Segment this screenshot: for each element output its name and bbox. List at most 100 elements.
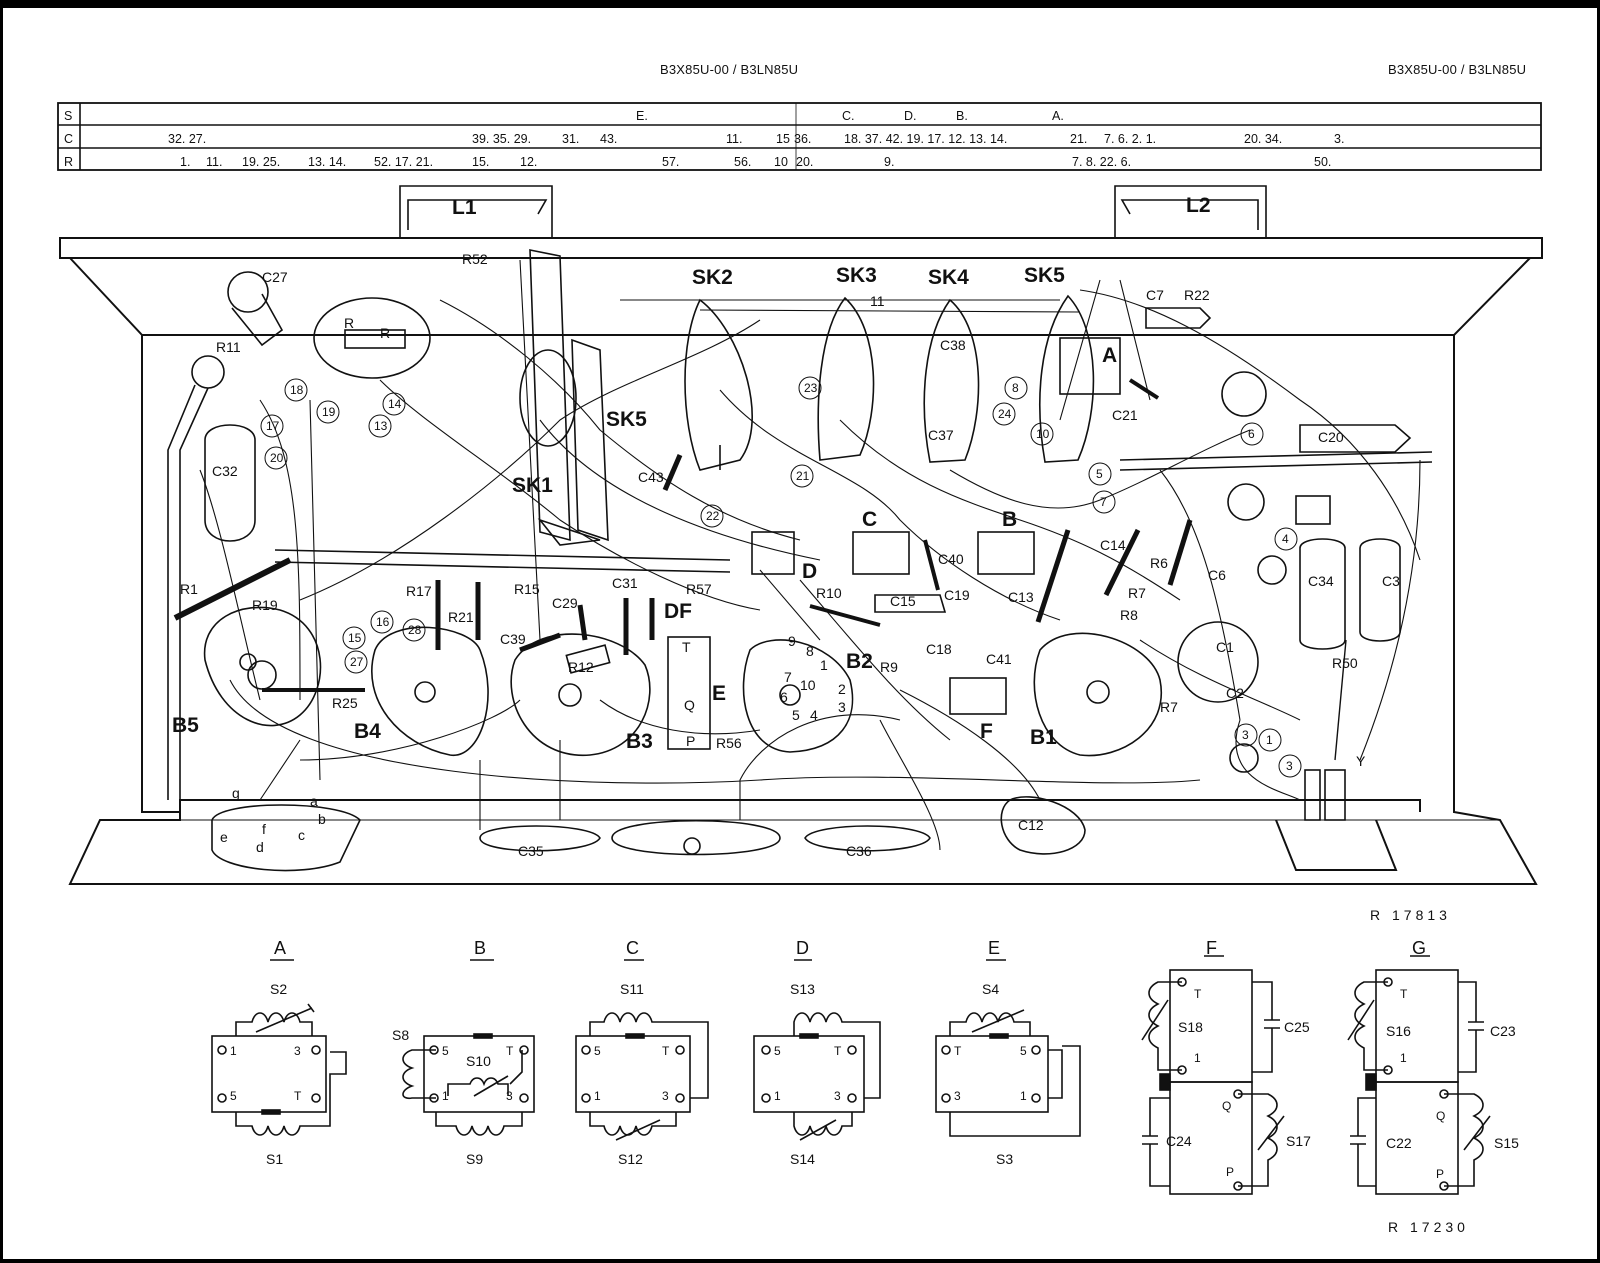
- svg-text:24: 24: [998, 407, 1012, 421]
- svg-text:4: 4: [1282, 532, 1289, 546]
- svg-text:Q: Q: [1436, 1109, 1445, 1123]
- svg-text:8: 8: [1012, 381, 1019, 395]
- svg-text:6: 6: [1248, 427, 1255, 441]
- chassis-ref-code: R 17813: [1370, 907, 1451, 923]
- svg-text:R9: R9: [880, 659, 898, 675]
- svg-text:T: T: [1400, 987, 1408, 1001]
- svg-text:P: P: [1226, 1165, 1234, 1179]
- svg-text:C34: C34: [1308, 573, 1334, 589]
- svg-text:C39: C39: [500, 631, 526, 647]
- svg-text:21.: 21.: [1070, 132, 1087, 146]
- svg-text:C15: C15: [890, 593, 916, 609]
- svg-text:9: 9: [788, 633, 796, 649]
- tube-socket-b2: [742, 639, 854, 753]
- svg-text:1: 1: [594, 1089, 601, 1103]
- svg-text:P: P: [686, 733, 695, 749]
- bottom-border: [0, 1259, 1600, 1263]
- svg-text:R: R: [380, 325, 390, 341]
- svg-text:T: T: [506, 1044, 514, 1058]
- svg-text:2: 2: [838, 681, 846, 697]
- switch-sk5-label: SK5: [1024, 264, 1065, 287]
- svg-text:S4: S4: [982, 981, 999, 997]
- svg-text:S3: S3: [996, 1151, 1013, 1167]
- svg-text:10: 10: [1036, 427, 1050, 441]
- svg-text:1: 1: [820, 657, 828, 673]
- model-number-left: B3X85U-00 / B3LN85U: [660, 62, 799, 77]
- svg-text:R6: R6: [1150, 555, 1168, 571]
- module-b-label: B: [1002, 508, 1017, 531]
- svg-text:1: 1: [1400, 1051, 1407, 1065]
- svg-text:d: d: [256, 839, 264, 855]
- sub-diagram-d: [753, 959, 881, 1141]
- sub-diagrams: [211, 955, 1491, 1195]
- svg-text:15.: 15.: [472, 155, 489, 169]
- svg-text:5: 5: [1020, 1044, 1027, 1058]
- capacitor-c15: [874, 594, 947, 613]
- circled-point: 6: [1240, 422, 1264, 446]
- tube-socket-b3: [510, 633, 651, 756]
- svg-text:C21: C21: [1112, 407, 1138, 423]
- svg-text:5: 5: [1096, 467, 1103, 481]
- svg-text:R19: R19: [252, 597, 278, 613]
- svg-text:R22: R22: [1184, 287, 1210, 303]
- switch-sk3-label: SK3: [836, 264, 877, 287]
- svg-text:8: 8: [806, 643, 814, 659]
- capacitor-c32: [204, 424, 256, 542]
- svg-text:5: 5: [230, 1089, 237, 1103]
- svg-text:1: 1: [1194, 1051, 1201, 1065]
- svg-text:T: T: [662, 1044, 670, 1058]
- svg-text:3: 3: [954, 1089, 961, 1103]
- svg-text:C19: C19: [944, 587, 970, 603]
- sub-diagram-a-title: A: [274, 938, 286, 958]
- capacitor-c1: [1177, 621, 1259, 703]
- switch-sk4: [923, 298, 980, 463]
- svg-text:C.: C.: [842, 109, 855, 123]
- svg-text:R7: R7: [1160, 699, 1178, 715]
- svg-text:T: T: [682, 639, 691, 655]
- svg-text:32. 27.: 32. 27.: [168, 132, 206, 146]
- circled-point: 1: [1258, 728, 1282, 752]
- svg-text:B.: B.: [956, 109, 968, 123]
- svg-text:19: 19: [322, 405, 336, 419]
- svg-text:R56: R56: [716, 735, 742, 751]
- svg-text:19. 25.: 19. 25.: [242, 155, 280, 169]
- svg-text:3: 3: [662, 1089, 669, 1103]
- component-labels: C27 C32 C43 C7 C20 C38 C37 C21 C40 C19 C…: [180, 251, 1400, 859]
- wiring-traces: [199, 259, 1421, 851]
- sub-diagram-e: [935, 959, 1081, 1137]
- svg-text:43.: 43.: [600, 132, 617, 146]
- svg-text:D.: D.: [904, 109, 917, 123]
- svg-text:R25: R25: [332, 695, 358, 711]
- svg-text:13. 14.: 13. 14.: [308, 155, 346, 169]
- svg-text:C7: C7: [1146, 287, 1164, 303]
- svg-text:Q: Q: [1222, 1099, 1231, 1113]
- circled-points: 18 19 17 20 14 13 23 8 24 10 6 21 22 5 7…: [260, 376, 1302, 778]
- coil-l1-label: L1: [452, 196, 477, 219]
- svg-text:27: 27: [350, 655, 364, 669]
- coil-housing-l1: [399, 185, 553, 238]
- svg-text:R50: R50: [1332, 655, 1358, 671]
- svg-text:R17: R17: [406, 583, 432, 599]
- svg-text:20. 34.: 20. 34.: [1244, 132, 1282, 146]
- svg-text:12.: 12.: [520, 155, 537, 169]
- coil-l2-label: L2: [1186, 194, 1211, 217]
- svg-text:3: 3: [1286, 759, 1293, 773]
- tube-socket-b1: [1033, 632, 1163, 757]
- tube-b2-label: B2: [846, 650, 873, 673]
- svg-text:C38: C38: [940, 337, 966, 353]
- switch-sk1-assembly: [519, 249, 609, 546]
- svg-text:10: 10: [800, 677, 816, 693]
- svg-text:4: 4: [810, 707, 818, 723]
- circled-point: 13: [368, 414, 392, 438]
- svg-text:3: 3: [294, 1044, 301, 1058]
- svg-text:9.: 9.: [884, 155, 894, 169]
- svg-text:5: 5: [774, 1044, 781, 1058]
- svg-text:52. 17. 21.: 52. 17. 21.: [374, 155, 433, 169]
- svg-text:5: 5: [792, 707, 800, 723]
- svg-text:1: 1: [230, 1044, 237, 1058]
- tag-strip: [274, 451, 1433, 573]
- capacitor-c12: [1000, 796, 1086, 855]
- module-f-label: F: [980, 720, 993, 743]
- svg-text:18: 18: [290, 383, 304, 397]
- svg-text:56.: 56.: [734, 155, 751, 169]
